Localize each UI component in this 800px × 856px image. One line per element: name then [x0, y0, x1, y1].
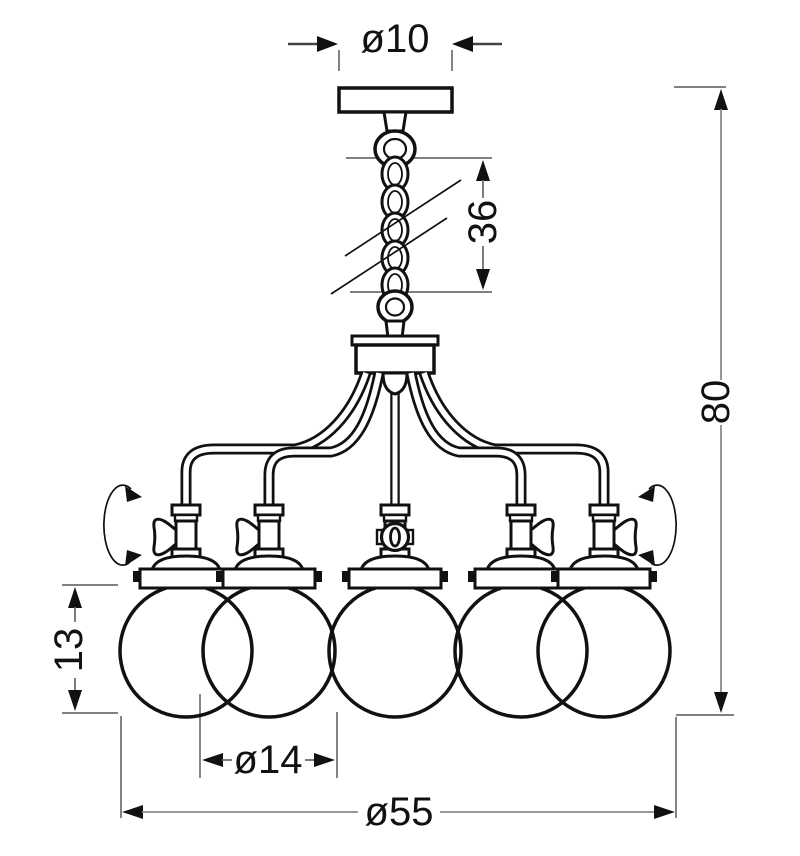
arrowhead-right	[654, 805, 675, 819]
arrowhead-up	[68, 587, 82, 608]
sockets	[131, 503, 659, 590]
dimension-label-overall-diameter: ø55	[365, 790, 434, 834]
dimension-overall-diameter: ø55	[120, 716, 677, 834]
rotation-arrow-right	[637, 484, 677, 567]
arrowhead-down	[714, 692, 728, 713]
dimension-canopy-diameter: ø10	[288, 17, 502, 71]
glass-globes	[118, 583, 672, 719]
dimension-label-chain-length: 36	[461, 200, 505, 245]
dimension-label-shade-height: 13	[47, 628, 91, 673]
arrowhead-left	[122, 805, 143, 819]
arrowhead-down	[68, 690, 82, 711]
dimension-label-overall-height: 80	[694, 380, 738, 425]
dimension-label-canopy-diameter: ø10	[361, 17, 430, 61]
globe-3	[327, 583, 463, 719]
dimension-overall-height: 80	[674, 86, 738, 716]
dimension-chain-length: 36	[346, 157, 505, 293]
arrowhead-left	[202, 753, 223, 767]
arm-inner-left	[263, 371, 385, 510]
globe-4	[453, 583, 589, 719]
arm-inner-right	[405, 371, 527, 510]
switch-knob-3-front	[375, 521, 415, 553]
arm-outer-left	[180, 371, 372, 510]
dimension-shade-height: 13	[47, 584, 118, 714]
dimension-shade-diameter: ø14	[199, 694, 338, 782]
arrowhead-right	[317, 36, 338, 52]
globe-1	[118, 583, 254, 719]
suspension-chain	[373, 129, 417, 340]
hub-finial	[381, 371, 409, 396]
arm-outer-right	[418, 371, 610, 510]
arrowhead-right	[314, 753, 335, 767]
chain-break-lines	[330, 179, 462, 295]
globe-2	[201, 583, 337, 719]
arms	[180, 371, 610, 512]
ceiling-canopy	[337, 86, 454, 133]
hub-body	[350, 334, 440, 375]
socket-2	[214, 503, 324, 590]
socket-5	[549, 503, 659, 590]
arrowhead-up	[476, 160, 490, 181]
globe-5	[536, 583, 672, 719]
arrowhead-left	[452, 36, 473, 52]
arrowhead-down	[476, 269, 490, 290]
rotation-arrow-left	[103, 484, 143, 567]
arrowhead-up	[714, 89, 728, 110]
dimension-label-shade-diameter: ø14	[234, 738, 303, 782]
